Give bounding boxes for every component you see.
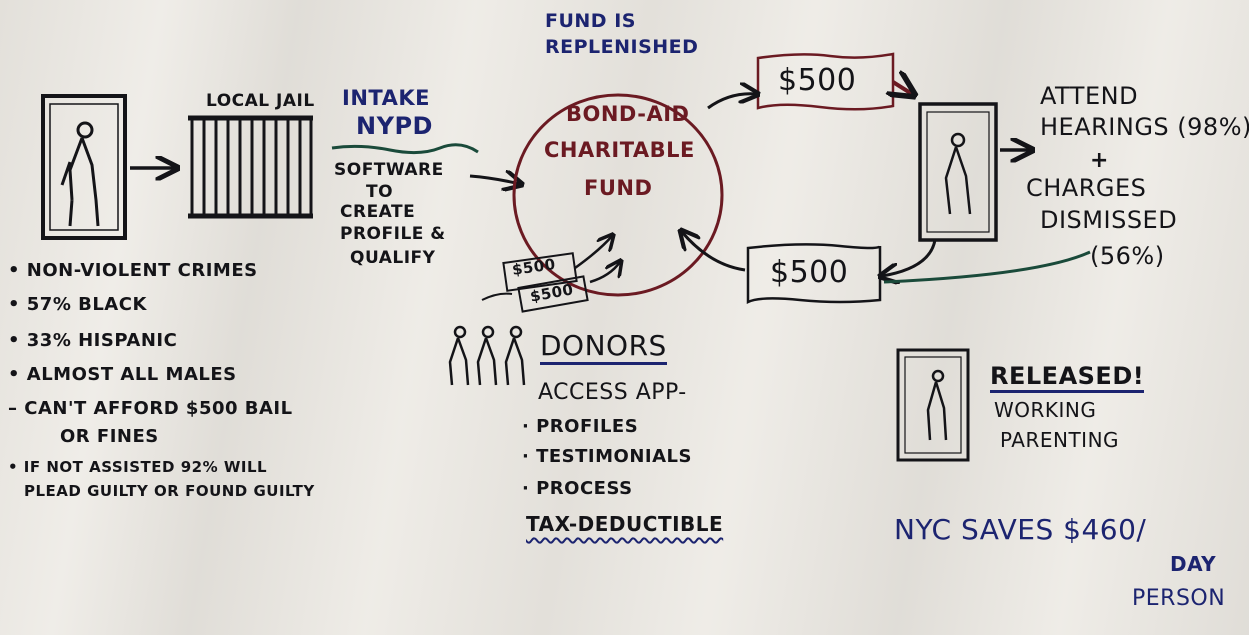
donors-item-1: · PROFILES <box>522 416 639 437</box>
intake-underline <box>331 143 479 155</box>
payment-out-banner <box>756 52 895 111</box>
arrow-fund-to-payment <box>707 94 756 110</box>
stats-item-4: • ALMOST ALL MALES <box>8 364 237 385</box>
stats-item-1: • NON-VIOLENT CRIMES <box>8 260 258 281</box>
outcome-line-2: HEARINGS (98%) <box>1040 113 1249 141</box>
fund-circle <box>512 93 724 297</box>
jail-bars <box>188 115 313 219</box>
outcome-line-3: + <box>1090 148 1109 173</box>
released-line-2: PARENTING <box>1000 428 1120 452</box>
donor-figures <box>448 325 526 386</box>
donors-tax: TAX-DEDUCTIBLE <box>526 512 724 536</box>
stats-item-3: • 33% HISPANIC <box>8 330 178 351</box>
fund-line-2: CHARITABLE <box>544 138 695 162</box>
intake-line-5: QUALIFY <box>350 248 436 268</box>
intake-line-4: PROFILE & <box>340 224 446 244</box>
fund-line-3: FUND <box>584 176 653 200</box>
released-person-frame <box>896 348 970 462</box>
outcome-line-1: ATTEND <box>1040 82 1139 110</box>
arrow-person-return <box>882 239 937 276</box>
outcome-line-4: CHARGES <box>1026 174 1147 202</box>
donors-item-2: · TESTIMONIALS <box>522 446 692 467</box>
donors-item-3: · PROCESS <box>522 478 633 499</box>
savings-line-1: NYC SAVES $460/ <box>894 513 1147 546</box>
person-frame-right <box>918 102 998 242</box>
outcome-line-6: (56%) <box>1090 242 1165 270</box>
donors-access: ACCESS APP- <box>538 380 687 405</box>
intake-line-2: TO <box>366 182 394 202</box>
released-line-1: WORKING <box>994 398 1097 422</box>
payment-return-amount: $500 <box>770 255 849 290</box>
intake-line-1: SOFTWARE <box>334 160 444 180</box>
intake-line-3: CREATE <box>340 202 416 222</box>
savings-line-2: DAY <box>1170 552 1217 576</box>
fund-note-line1: FUND IS <box>545 10 636 32</box>
savings-line-3: PERSON <box>1132 586 1226 611</box>
stats-item-5: – CAN'T AFFORD $500 BAIL <box>8 398 293 419</box>
stats-item-8: PLEAD GUILTY OR FOUND GUILTY <box>24 482 315 500</box>
stats-item-6: OR FINES <box>60 426 159 447</box>
arrow-payment-to-person <box>893 82 912 94</box>
stats-item-7: • IF NOT ASSISTED 92% WILL <box>8 458 268 476</box>
released-title: RELEASED! <box>990 364 1145 393</box>
fund-note-line2: REPLENISHED <box>545 36 699 58</box>
payment-out-amount: $500 <box>778 63 857 98</box>
jail-label: LOCAL JAIL <box>206 91 315 111</box>
donation-bills <box>481 236 620 313</box>
fund-line-1: BOND-AID <box>566 102 690 126</box>
person-frame-left <box>41 94 127 240</box>
intake-title-line2: NYPD <box>356 112 433 140</box>
donors-title: DONORS <box>540 332 667 365</box>
arrow-outcome-return <box>883 250 1091 284</box>
stats-item-2: • 57% BLACK <box>8 294 147 315</box>
arrow-return-to-fund <box>682 232 746 272</box>
intake-title-line1: INTAKE <box>342 86 430 110</box>
outcome-line-5: DISMISSED <box>1040 206 1178 234</box>
arrow-intake-to-fund <box>469 176 520 184</box>
